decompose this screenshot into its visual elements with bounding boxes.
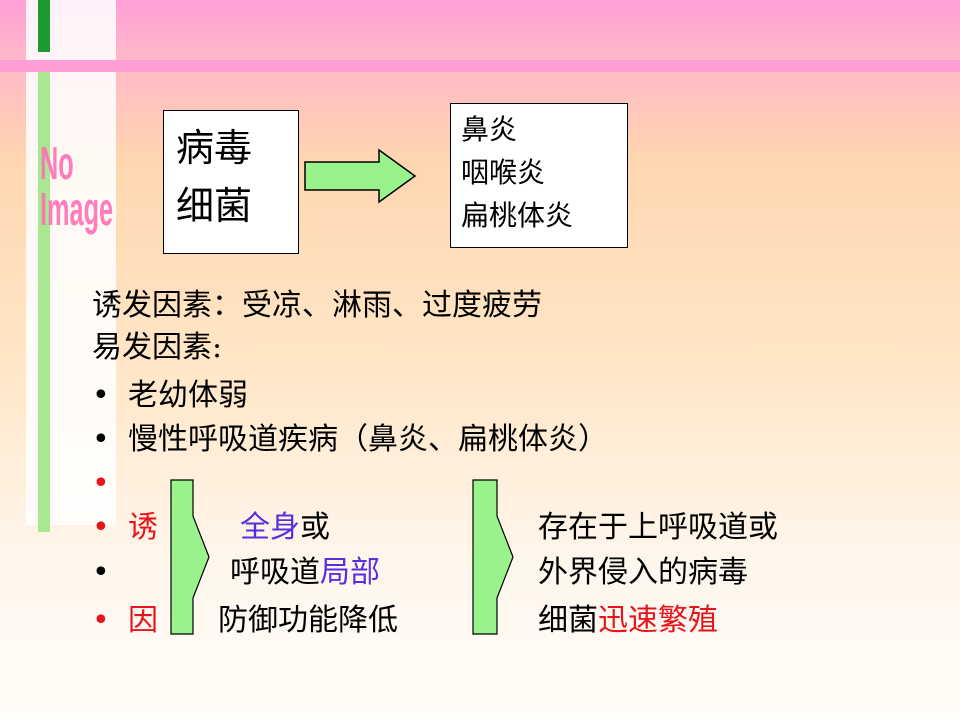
bullet: • bbox=[92, 555, 110, 590]
flow-arrow-icon bbox=[472, 479, 514, 635]
bacteria-proliferate-line: 细菌迅速繁殖 bbox=[538, 601, 718, 641]
disease-pharyngitis: 咽喉炎 bbox=[461, 156, 546, 189]
inducing-factors: 诱发因素：受凉、淋雨、过度疲劳 bbox=[92, 288, 542, 323]
cause-char-1: 诱 bbox=[128, 510, 158, 545]
or-text: 或 bbox=[300, 510, 330, 545]
disease-box: 鼻炎 咽喉炎 扁桃体炎 bbox=[450, 103, 628, 248]
list-item-weak: 老幼体弱 bbox=[128, 378, 248, 413]
bullet: • bbox=[92, 422, 110, 457]
pathogen-virus: 病毒 bbox=[176, 126, 253, 170]
missing-image-placeholder: No Image bbox=[40, 137, 114, 235]
cause-char-2: 因 bbox=[128, 603, 158, 638]
decorative-green-bar bbox=[38, 72, 50, 532]
respiratory-tract-text: 呼吸道 bbox=[230, 555, 320, 590]
bullet: • bbox=[92, 510, 110, 545]
bullet: • bbox=[92, 603, 110, 638]
predisposing-factors: 易发因素: bbox=[92, 330, 223, 365]
flow-arrow-icon bbox=[170, 479, 210, 635]
disease-rhinitis: 鼻炎 bbox=[461, 113, 518, 146]
decorative-green-bar-top bbox=[38, 0, 50, 52]
respiratory-local: 呼吸道局部 bbox=[230, 553, 380, 593]
bullet: • bbox=[92, 466, 110, 501]
body-or: 全身或 bbox=[240, 508, 330, 548]
upper-respiratory-line: 存在于上呼吸道或 bbox=[538, 510, 778, 545]
bullet: • bbox=[92, 378, 110, 413]
decorative-pink-stripe bbox=[0, 60, 960, 72]
local-text: 局部 bbox=[320, 555, 380, 590]
defense-decline: 防御功能降低 bbox=[218, 603, 398, 638]
pathogen-bacteria: 细菌 bbox=[176, 184, 253, 228]
rapid-proliferation-text: 迅速繁殖 bbox=[598, 603, 718, 638]
list-item-chronic: 慢性呼吸道疾病（鼻炎、扁桃体炎） bbox=[128, 422, 608, 457]
invading-virus-line: 外界侵入的病毒 bbox=[538, 555, 748, 590]
pathogen-box: 病毒 细菌 bbox=[163, 110, 299, 254]
whole-body-text: 全身 bbox=[240, 510, 300, 545]
bacteria-text: 细菌 bbox=[538, 603, 598, 638]
disease-tonsillitis: 扁桃体炎 bbox=[461, 199, 574, 232]
right-arrow-icon bbox=[304, 148, 417, 204]
